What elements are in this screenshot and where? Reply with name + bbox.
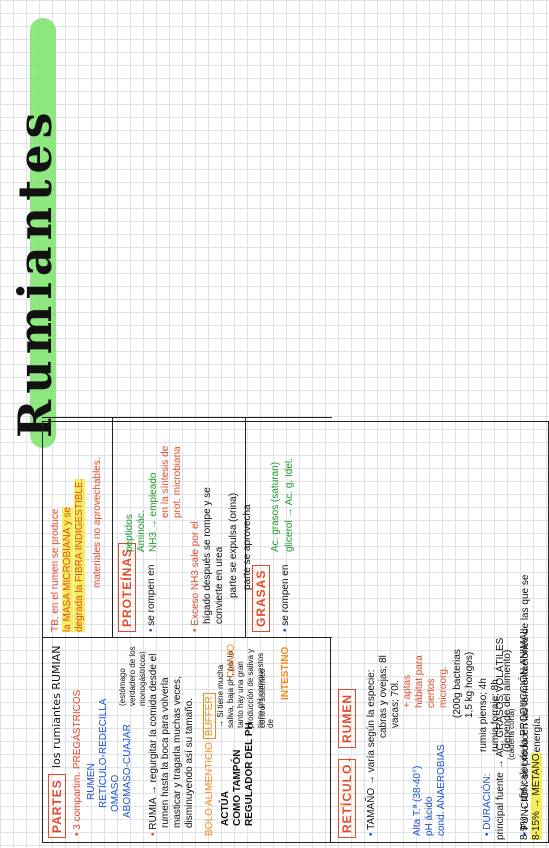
rumen-text-4: materiales no aprovechables.	[92, 457, 103, 588]
partes-intestino: INTESTINO	[280, 646, 291, 700]
partes-rumia-1: RUMIA → regurgitar la comida desde el	[148, 654, 161, 836]
divider-right-edge	[42, 417, 332, 418]
reticulo-hongos: 1,5 kg hongos)	[464, 651, 475, 718]
rumen-text-1: TB, en el rumen se produce	[50, 508, 61, 632]
partes-cuajo: CUAJO	[226, 644, 237, 678]
grasas-rompen-text: se rompen en	[280, 564, 291, 626]
divider-proteinas-grasas	[245, 418, 246, 638]
proteinas-aminoac: Aminoác.	[136, 510, 147, 552]
proteinas-higado: hígado después se rompe y se	[202, 487, 213, 624]
fuente-text: principal fuente → AC. GRASOS VOLÁTILES	[495, 637, 506, 840]
partes-item-compartimentos: 3 compartim. PREGÁSTRICOS	[72, 690, 85, 836]
grasas-glicerol: glicerol → Ac. g. Idel.	[284, 458, 295, 552]
partes-regulador: REGULADOR DEL PH	[244, 722, 255, 826]
proteinas-label: PROTEÍNAS	[118, 542, 136, 632]
partes-label: PARTES	[48, 774, 66, 838]
rumen-text-2: la MASA MICROBIANA y se	[62, 506, 75, 632]
partes-rumen: RUMEN	[86, 763, 97, 800]
reticulo-aptas: + aptas	[402, 674, 413, 708]
reticulo-microorg: microorg.	[438, 666, 449, 708]
partes-heading: los rumiantes RUMIAN	[50, 645, 63, 768]
masa-microbiana: la MASA MICROBIANA y se	[62, 506, 73, 632]
partes-reticulo: RETÍCULO-REDECILLA	[98, 698, 109, 808]
rumen-text-3: degrada la FIBRA INDIGESTIBLE.	[74, 478, 87, 632]
reticulo-cabras: cabras y ovejas; 8l	[378, 655, 389, 738]
proteinas-exceso: Exceso NH3 sale por el	[190, 521, 203, 632]
partes-bolo: BOLO ALIMENTICIO BUFFER	[203, 693, 217, 836]
reticulo-label: RETÍCULO	[338, 758, 356, 838]
bolo-text: BOLO ALIMENTICIO	[204, 742, 215, 836]
reticulo-duracion: DURACIÓN:	[482, 774, 495, 836]
partes-tampon: COMO TAMPÓN	[232, 749, 243, 826]
divider-vertical	[42, 637, 332, 638]
proteinas-urea: convierte en urea	[214, 546, 225, 624]
grasas-acidos: Ac. grasos (saturan)	[270, 461, 281, 552]
partes-rumia-4: disminuyendo así su tamaño.	[184, 697, 195, 828]
reticulo-ph: pH ácido	[424, 796, 435, 836]
partes-abomaso-note: (estómago verdadero de los monogástricos…	[118, 646, 147, 706]
funcion-fuente: principal fuente → AC. GRASOS VOLÁTILES	[495, 638, 508, 840]
fibra-indigestible: degrada la FIBRA INDIGESTIBLE.	[74, 478, 85, 632]
reticulo-rumia-pienso: rumia pienso; 4h	[478, 678, 489, 752]
compartimentos-text: 3 compartim. PREGÁSTRICOS	[72, 689, 83, 830]
reticulo-vacas: vacas; 70l.	[390, 680, 401, 728]
funcion-calor: 8-9% → del calor de la PRODUCCIÓN ANIMAL	[519, 628, 530, 840]
metano-text: 8-15% → METANO	[531, 753, 542, 840]
proteinas-rompen: se rompen en	[146, 565, 159, 632]
rumen-label: RUMEN	[338, 689, 356, 748]
partes-control: control sistémico	[258, 668, 267, 728]
duracion-text: DURACIÓN:	[482, 773, 493, 830]
reticulo-ciertos: ciertos	[426, 678, 437, 708]
reticulo-anaerobias: cond. ANAEROBIAS	[436, 744, 447, 836]
buffer-text: BUFFER	[203, 693, 216, 740]
rumia-text-1: RUMIA → regurgitar la comida desde el	[148, 653, 159, 830]
proteinas-expulsa: parte se expulsa (orina)	[228, 492, 239, 598]
proteinas-nh3: NH3 → empleado	[148, 472, 159, 552]
funcion-details: principal fuente → AC. GRASOS VOLÁTILES …	[495, 628, 549, 840]
title-area: Rumiantes	[8, 18, 68, 448]
reticulo-tamano: TAMAÑO → varía según la especie:	[366, 669, 379, 836]
partes-actua: ACTÚA	[220, 791, 231, 826]
funcion-metano: 8-15% → METANO	[531, 753, 544, 840]
reticulo-habitat: hábitat para	[414, 655, 425, 708]
reticulo-bacterias: (200g bacterias	[452, 649, 463, 718]
proteinas-microbiana: prot. microbiana	[172, 446, 183, 518]
exceso-text: Exceso NH3 sale por el	[190, 521, 201, 626]
partes-abomaso: ABOMASO-CUAJAR	[122, 724, 133, 818]
reticulo-sep: -	[340, 757, 356, 762]
divider-rumen-proteinas	[112, 418, 113, 638]
grasas-label: GRASAS	[252, 564, 270, 632]
page-title: Rumiantes	[8, 106, 62, 438]
grasas-rompen: se rompen en	[280, 565, 293, 632]
partes-rumia-3: masticar y tragarla muchas veces,	[172, 676, 183, 828]
proteinas-peptidos: péptidos	[124, 514, 135, 552]
proteinas-sintesis: en la síntesis de	[160, 445, 171, 518]
reticulo-temp: Alta T.ª (38-40°)	[412, 765, 423, 836]
partes-rumia-2: rumen hasta la boca para volverla	[160, 677, 171, 828]
partes-omaso: OMASO	[110, 774, 121, 812]
proteinas-rompen-text: se rompen en	[146, 564, 157, 626]
divider-partes-reticulo	[330, 638, 331, 843]
tamano-text: TAMAÑO → varía según la especie:	[366, 669, 377, 830]
funcion-cadena: (cadena corta)	[507, 708, 516, 760]
